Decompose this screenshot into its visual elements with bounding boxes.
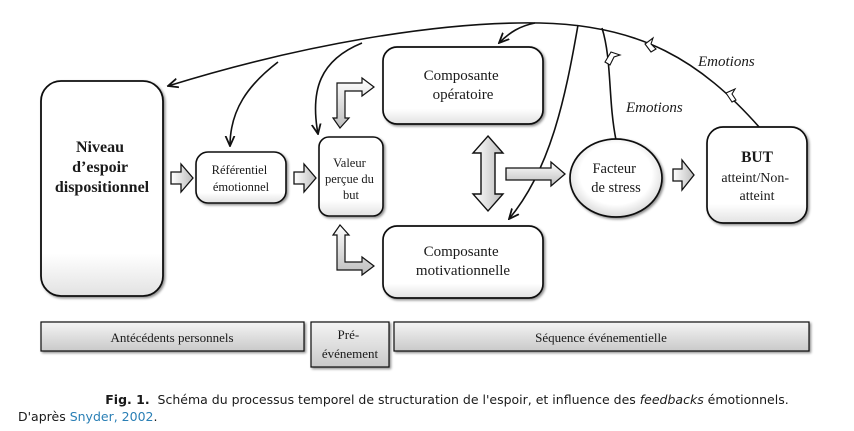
node-label: d’espoir [72, 159, 128, 176]
elbow-arrow-down-icon [331, 224, 375, 277]
elbow-arrow-up-icon [331, 76, 375, 129]
caption-line: Fig. 1. Schéma du processus temporel de … [0, 392, 854, 407]
node-dispositional-hope: Niveau d’espoir dispositionnel [40, 80, 164, 297]
caption-text: Schéma du processus temporel de structur… [157, 392, 640, 407]
node-label: Facteur [592, 161, 636, 177]
node-label: atteint [740, 189, 775, 204]
node-label: perçue du [325, 172, 375, 186]
feedback-arrow-to-referentiel [230, 61, 279, 146]
node-label: dispositionnel [55, 179, 150, 196]
timeline-antecedents: Antécédents personnels [40, 321, 305, 352]
node-label: Valeur [333, 156, 366, 170]
timeline-label: Antécédents personnels [110, 330, 233, 345]
node-label: Niveau [76, 139, 124, 156]
feedback-chevrons [604, 36, 737, 103]
svg-text:Composante opératoire: Composante opératoire [424, 68, 503, 103]
node-label: but [343, 188, 360, 202]
figure-label: Fig. 1. [105, 392, 150, 407]
timeline-sequence: Séquence événementielle [393, 321, 810, 352]
hope-process-diagram: Emotions Emotions Niveau d’espoir dispos… [40, 22, 810, 368]
feedback-arrow-to-valeur [315, 42, 363, 134]
node-label: motivationnelle [416, 263, 510, 279]
flow-arrow-icon [170, 162, 194, 194]
flow-arrow-icon [293, 162, 317, 194]
caption-italic: feedbacks [639, 392, 704, 407]
node-label: de stress [591, 180, 641, 196]
node-operative-component: Composante opératoire [382, 46, 544, 125]
svg-text:Composante motivationnel: Composante motivationnelle [416, 244, 510, 279]
goal-title: BUT [741, 149, 774, 166]
source-prefix: D'après [18, 409, 70, 424]
feedback-curve-from-stress [601, 27, 617, 141]
node-stressor: Facteur de stress [569, 138, 663, 218]
node-label: atteint/Non- [721, 171, 789, 186]
node-label: opératoire [433, 87, 494, 103]
feedback-arrow-to-operatoire [499, 22, 536, 43]
source-suffix: . [153, 409, 158, 424]
svg-text:Facteur de stress: Facteur de stress [591, 161, 641, 196]
double-arrow-icon [471, 134, 505, 213]
citation-link[interactable]: Snyder, 2002 [69, 409, 154, 424]
figure-caption: Fig. 1. Schéma du processus temporel de … [0, 392, 854, 424]
caption-source: D'après Snyder, 2002. [0, 409, 854, 424]
svg-text:Pré- événement: Pré- événement [322, 327, 379, 361]
node-motivational-component: Composante motivationnelle [382, 225, 544, 299]
timeline-pre-event: Pré- événement [310, 321, 390, 368]
timeline-label: Séquence événementielle [535, 330, 667, 345]
node-label: émotionnel [213, 180, 270, 194]
node-label: Composante [424, 68, 499, 84]
svg-text:Valeur perçue du b: Valeur perçue du but [325, 156, 377, 202]
node-perceived-goal-value: Valeur perçue du but [318, 136, 384, 217]
timeline-label: Pré- [338, 327, 360, 342]
chevron-icon [725, 87, 737, 103]
chevron-icon [604, 51, 622, 66]
svg-text:atteint/Non- atteint: atteint/Non- atteint [721, 171, 792, 204]
node-label: Référentiel [212, 163, 268, 177]
emotions-label-inner: Emotions [625, 100, 683, 116]
flow-arrow-icon [672, 158, 695, 192]
svg-text:Référentiel émotionnel: Référentiel émotionnel [212, 163, 271, 194]
chevron-icon [644, 36, 657, 53]
node-emotional-referential: Référentiel émotionnel [195, 151, 287, 204]
node-goal: BUT atteint/Non- atteint [706, 126, 808, 224]
feedback-arrow-to-motivationnelle [509, 24, 579, 219]
svg-text:Niveau d’espoir di: Niveau d’espoir dispositionnel [55, 139, 150, 196]
flow-arrow-icon [505, 160, 566, 188]
node-label: Composante [424, 244, 499, 260]
feedback-curves [168, 22, 761, 219]
emotions-label-outer: Emotions [697, 54, 755, 70]
caption-text-end: émotionnels. [703, 392, 789, 407]
timeline-label: événement [322, 346, 379, 361]
